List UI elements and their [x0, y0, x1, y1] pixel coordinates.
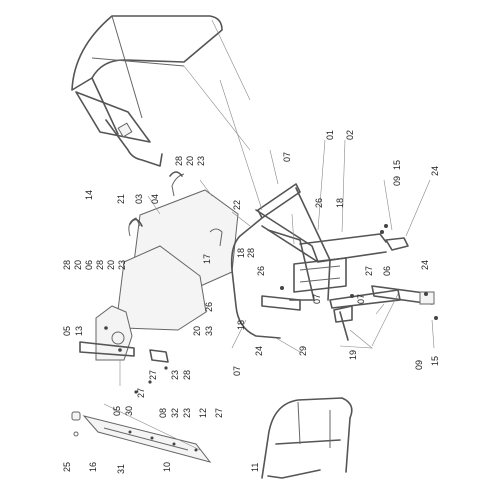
small-fittings — [71, 171, 438, 437]
callout-24: 24 — [420, 260, 430, 270]
roll-bar-upper — [71, 15, 223, 167]
callout-15: 15 — [430, 356, 440, 366]
callout-23: 23 — [170, 370, 180, 380]
callout-23: 23 — [117, 260, 127, 270]
callout-02: 02 — [345, 130, 355, 140]
callout-26: 26 — [204, 302, 214, 312]
callout-18: 18 — [236, 320, 246, 330]
callout-25: 25 — [62, 462, 72, 472]
callout-07: 07 — [282, 152, 292, 162]
callout-20: 20 — [185, 156, 195, 166]
callout-17: 17 — [202, 254, 212, 264]
mount-bracket — [79, 305, 169, 363]
callout-18: 18 — [236, 248, 246, 258]
callout-15: 15 — [392, 160, 402, 170]
callout-33: 33 — [204, 326, 214, 336]
callout-27: 27 — [136, 388, 146, 398]
callout-28: 28 — [174, 156, 184, 166]
callout-09: 09 — [392, 176, 402, 186]
callout-12: 12 — [198, 408, 208, 418]
callout-19: 19 — [348, 350, 358, 360]
callout-07: 07 — [232, 366, 242, 376]
callout-14: 14 — [84, 190, 94, 200]
callout-27: 27 — [214, 408, 224, 418]
callout-20: 20 — [106, 260, 116, 270]
callout-16: 16 — [88, 462, 98, 472]
callout-13: 13 — [74, 326, 84, 336]
callout-03: 03 — [134, 194, 144, 204]
callout-06: 06 — [84, 260, 94, 270]
callout-20: 20 — [73, 260, 83, 270]
callout-31: 31 — [116, 464, 126, 474]
callout-04: 04 — [150, 194, 160, 204]
main-frame — [230, 183, 435, 341]
callout-labels: 14 07 01 02 15 09 24 28 20 23 21 03 04 2… — [62, 130, 440, 474]
callout-27: 27 — [364, 266, 374, 276]
callout-06: 06 — [382, 266, 392, 276]
callout-20: 20 — [192, 326, 202, 336]
callout-30: 30 — [124, 406, 134, 416]
callout-22: 22 — [232, 200, 242, 210]
callout-10: 10 — [162, 462, 172, 472]
callout-09: 09 — [414, 360, 424, 370]
callout-05: 05 — [112, 406, 122, 416]
callout-27: 27 — [148, 370, 158, 380]
callout-07: 07 — [312, 294, 322, 304]
callout-26: 26 — [314, 198, 324, 208]
callout-28: 28 — [246, 248, 256, 258]
roll-bar-lower — [261, 397, 353, 479]
callout-07: 07 — [356, 294, 366, 304]
callout-26: 26 — [256, 266, 266, 276]
callout-08: 08 — [158, 408, 168, 418]
callout-21: 21 — [116, 194, 126, 204]
callout-01: 01 — [325, 130, 335, 140]
callout-05: 05 — [62, 326, 72, 336]
callout-18: 18 — [335, 198, 345, 208]
callout-11: 11 — [250, 463, 260, 472]
callout-24: 24 — [430, 166, 440, 176]
callout-28: 28 — [95, 260, 105, 270]
callout-23: 23 — [196, 156, 206, 166]
callout-28: 28 — [62, 260, 72, 270]
callout-29: 29 — [298, 346, 308, 356]
callout-32: 32 — [170, 408, 180, 418]
callout-28: 28 — [182, 370, 192, 380]
footrest-plate — [82, 415, 212, 463]
leader-lines — [103, 19, 435, 451]
callout-24: 24 — [254, 346, 264, 356]
callout-23: 23 — [182, 408, 192, 418]
